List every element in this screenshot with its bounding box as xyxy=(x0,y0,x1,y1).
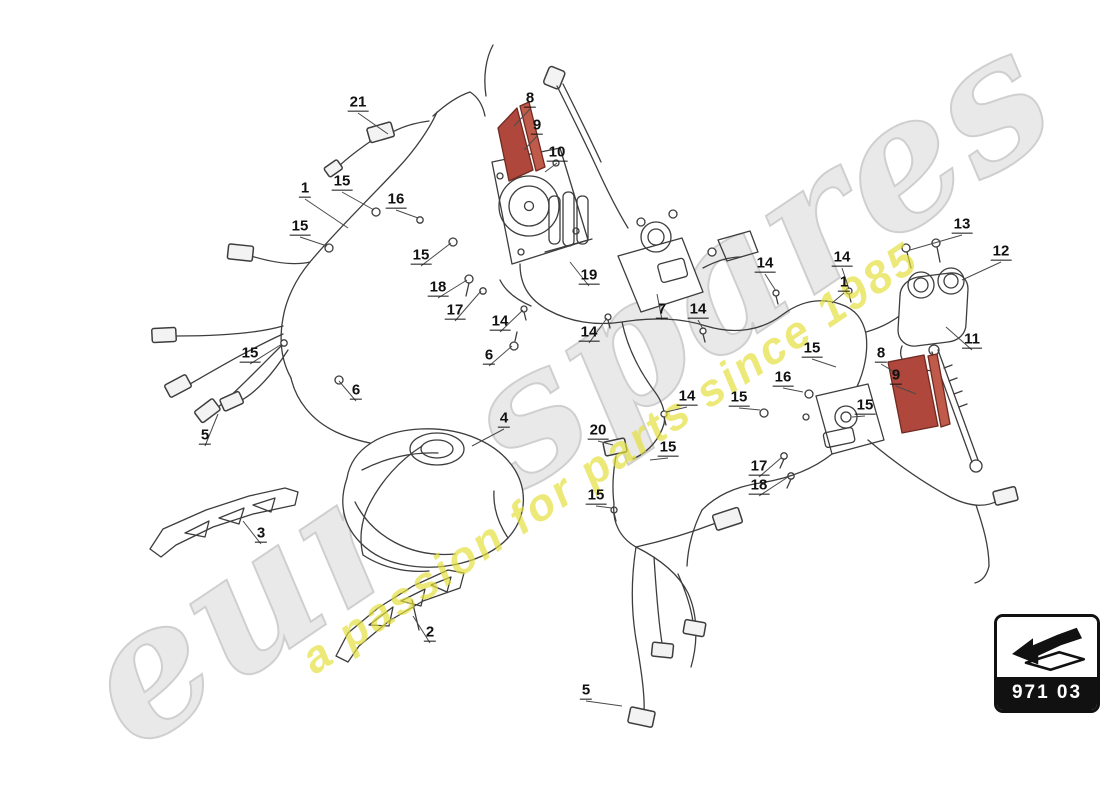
right-valve-assembly xyxy=(701,383,1019,584)
part-code: 971 03 xyxy=(997,677,1097,710)
direction-arrow-icon xyxy=(997,617,1097,677)
left-harness xyxy=(151,44,494,448)
support-bracket-3 xyxy=(149,487,299,558)
mounting-plate-assembly xyxy=(464,101,593,307)
top-right-harness xyxy=(542,65,629,229)
insulation-panels-right xyxy=(887,353,951,434)
center-branch xyxy=(602,321,668,522)
main-harness-trunk xyxy=(509,263,903,399)
fan-cover xyxy=(342,428,525,573)
support-bracket-2 xyxy=(335,569,465,663)
part-code-badge: 971 03 xyxy=(994,614,1100,713)
coolant-reservoir xyxy=(897,238,969,373)
bottom-right-harness xyxy=(613,503,744,728)
pump-assembly xyxy=(617,209,759,313)
